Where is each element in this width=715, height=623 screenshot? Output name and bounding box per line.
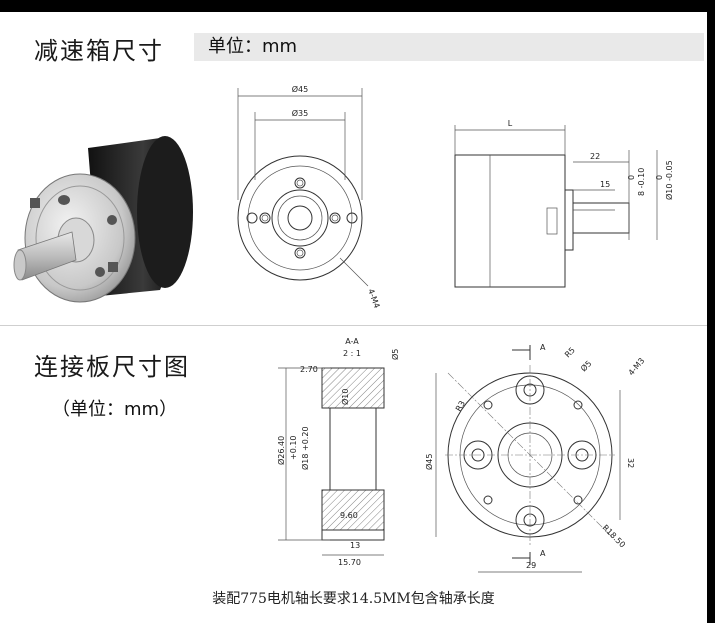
gearbox-unit: 单位：mm — [208, 36, 298, 57]
face-dim-6: R3 — [454, 399, 467, 413]
gearbox-front-view: Ø45 Ø35 4-M4 — [237, 84, 381, 310]
face-dim-2: R5 — [563, 346, 577, 360]
plate-section-view: A-A 2 : 1 2.70 Ø5 Ø10 Ø26.40 +0.10 Ø18 +… — [276, 337, 400, 567]
face-dim-8: R18.50 — [601, 523, 627, 549]
face-dim-4: 4-M3 — [627, 356, 647, 377]
right-black-edge — [707, 0, 715, 623]
section-dim-3: Ø10 — [340, 389, 350, 405]
face-dim-7: 32 — [626, 458, 635, 468]
section-dim-2: Ø5 — [390, 349, 400, 360]
gearbox-side-view: L 22 15 0 8 -0.10 0 Ø10 -0.05 — [454, 119, 674, 288]
plate-title: 连接板尺寸图 — [34, 353, 190, 381]
side-tol-b: 8 -0.10 — [637, 168, 646, 196]
mount-hole-2 — [107, 215, 117, 225]
mount-hole-1 — [58, 195, 70, 205]
gearbox-back-shape — [137, 136, 193, 288]
section-dim-6: Ø18 +0.20 — [300, 426, 310, 470]
gearbox-unit-banner: 单位：mm — [194, 33, 704, 61]
section-scale: 2 : 1 — [343, 349, 361, 358]
side-length: L — [508, 119, 513, 128]
gearbox-title: 减速箱尺寸 — [34, 37, 164, 65]
section-title: A-A — [345, 337, 359, 346]
section-divider — [0, 325, 707, 326]
front-holes-spec: 4-M4 — [366, 288, 381, 310]
front-outer-dia: Ø45 — [292, 84, 308, 94]
assembly-caption: 装配775电机轴长要求14.5MM包含轴承长度 — [212, 591, 495, 607]
side-tol-a: 0 — [627, 175, 636, 180]
side-flat-length: 15 — [600, 180, 610, 189]
section-dim-1: 2.70 — [300, 365, 318, 374]
top-black-bar — [0, 0, 715, 12]
section-dim-5: +0.10 — [289, 435, 298, 460]
side-tol-c: 0 — [655, 175, 664, 180]
face-dim-9: 29 — [526, 561, 536, 570]
face-dim-1: A — [540, 343, 546, 352]
section-dim-9: 15.70 — [338, 558, 361, 567]
section-dim-8: 13 — [350, 541, 360, 550]
mount-hole-3 — [95, 267, 105, 277]
side-shaft-length: 22 — [590, 152, 600, 161]
face-dim-10: A — [540, 549, 546, 558]
face-dim-3: Ø5 — [578, 358, 593, 373]
plate-unit: （单位：mm） — [52, 399, 178, 420]
section-dim-4: Ø26.40 — [276, 436, 286, 465]
side-tol-d: Ø10 -0.05 — [664, 160, 674, 200]
plate-face-view: A R5 Ø5 4-M3 Ø45 R3 32 R18.50 29 A — [424, 343, 647, 573]
face-dim-5: Ø45 — [424, 454, 434, 470]
front-inner-dia: Ø35 — [292, 108, 308, 118]
gearbox-3d-render — [13, 136, 193, 303]
section-dim-7: 9.60 — [340, 511, 358, 520]
